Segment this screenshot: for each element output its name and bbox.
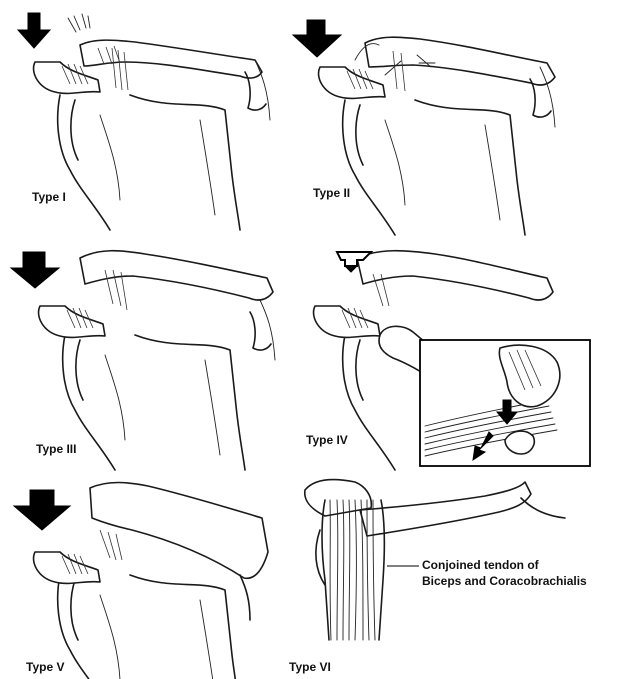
label-type-ii: Type II bbox=[313, 186, 350, 200]
label-type-vi: Type VI bbox=[289, 660, 331, 674]
panel-type-v bbox=[14, 483, 268, 679]
force-arrow bbox=[293, 20, 341, 57]
label-type-i: Type I bbox=[32, 190, 66, 204]
label-type-iii: Type III bbox=[36, 442, 76, 456]
force-arrow bbox=[14, 490, 70, 530]
label-type-iv: Type IV bbox=[306, 433, 348, 447]
panel-type-ii bbox=[293, 20, 555, 235]
panel-type-iii bbox=[11, 251, 275, 470]
force-arrow bbox=[18, 13, 50, 48]
force-arrow bbox=[11, 252, 59, 288]
callout-line-2: Biceps and Coracobrachialis bbox=[422, 573, 587, 589]
conjoined-tendon-callout: Conjoined tendon of Biceps and Coracobra… bbox=[422, 557, 587, 589]
panel-type-iv bbox=[314, 251, 590, 470]
label-type-v: Type V bbox=[26, 660, 64, 674]
callout-line-1: Conjoined tendon of bbox=[422, 557, 587, 573]
inset-detail bbox=[420, 340, 590, 466]
